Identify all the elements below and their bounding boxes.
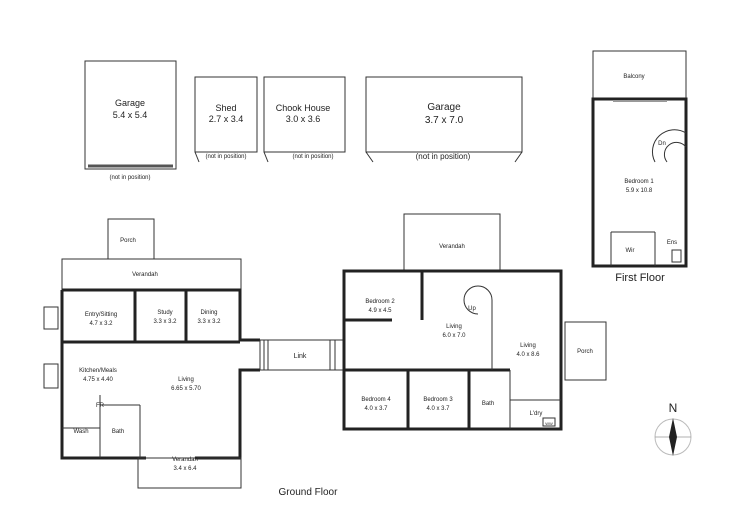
wir-label: Wir xyxy=(626,248,635,254)
ww-label: WW xyxy=(545,421,553,426)
first-floor-plan: Balcony Dn Bedroom 1 5.9 x 10.8 Wir Ens … xyxy=(591,50,688,284)
verandah-bottom-label: Verandah xyxy=(172,457,198,463)
kitchen-size: 4.75 x 4.40 xyxy=(83,377,113,383)
verandah-top-label: Verandah xyxy=(132,272,158,278)
garage-1-label: Garage xyxy=(115,98,145,108)
garage-2-size: 3.7 x 7.0 xyxy=(425,115,464,126)
verandah-bottom-size: 3.4 x 6.4 xyxy=(173,466,197,472)
porch-right-label: Porch xyxy=(577,349,593,355)
bedroom-2-label: Bedroom 2 xyxy=(365,299,395,305)
garage-2-note: (not in position) xyxy=(416,152,471,161)
ldry-label: L'dry xyxy=(530,411,543,417)
dn-label: Dn xyxy=(658,141,666,147)
compass: N xyxy=(654,401,692,456)
study-label: Study xyxy=(157,310,172,316)
bedroom-1-label: Bedroom 1 xyxy=(624,179,654,185)
fr-label: FR xyxy=(96,403,105,409)
garage-1: Garage 5.4 x 5.4 (not in position) xyxy=(84,60,177,181)
ground-floor-left-wing: Porch Verandah Entry/Sitting 4.7 x 3.2 S… xyxy=(43,218,260,489)
bedroom-4-label: Bedroom 4 xyxy=(361,397,391,403)
ground-floor-title: Ground Floor xyxy=(279,487,339,498)
shed-label: Shed xyxy=(215,103,236,113)
chook-house-label: Chook House xyxy=(276,103,331,113)
living-right-label: Living xyxy=(520,343,536,349)
garage-1-size: 5.4 x 5.4 xyxy=(113,110,148,120)
entry-size: 4.7 x 3.2 xyxy=(89,321,113,327)
chook-house-size: 3.0 x 3.6 xyxy=(286,114,321,124)
living-right-size: 4.0 x 8.6 xyxy=(516,352,540,358)
shed-note: (not in position) xyxy=(205,154,246,160)
garage-2-label: Garage xyxy=(427,102,461,113)
bedroom-4-size: 4.0 x 3.7 xyxy=(364,406,388,412)
balcony-label: Balcony xyxy=(623,74,644,80)
living-mid-size: 6.0 x 7.0 xyxy=(442,333,466,339)
bedroom-3-label: Bedroom 3 xyxy=(423,397,453,403)
bedroom-1-size: 5.9 x 10.8 xyxy=(626,188,653,194)
dining-label: Dining xyxy=(200,310,217,316)
wash-label: Wash xyxy=(73,429,88,435)
porch-top-label: Porch xyxy=(120,238,136,244)
bath-left-label: Bath xyxy=(112,429,124,435)
garage-2: Garage 3.7 x 7.0 (not in position) xyxy=(365,76,523,163)
link-corridor: Link xyxy=(259,339,345,371)
verandah-right-label: Verandah xyxy=(439,244,465,250)
living-left-size: 6.65 x 5.70 xyxy=(171,386,201,392)
study-size: 3.3 x 3.2 xyxy=(153,319,177,325)
up-label: Up xyxy=(468,306,476,312)
dining-size: 3.3 x 3.2 xyxy=(197,319,221,325)
bath-right-label: Bath xyxy=(482,401,494,407)
link-label: Link xyxy=(294,353,307,360)
north-arrow-icon xyxy=(669,418,677,456)
north-letter: N xyxy=(669,401,678,415)
bedroom-2-size: 4.9 x 4.5 xyxy=(368,308,392,314)
shed: Shed 2.7 x 3.4 (not in position) xyxy=(194,76,258,163)
entry-label: Entry/Sitting xyxy=(85,312,117,318)
chook-house-note: (not in position) xyxy=(292,154,333,160)
living-mid-label: Living xyxy=(446,324,462,330)
kitchen-label: Kitchen/Meals xyxy=(79,368,117,374)
garage-1-note: (not in position) xyxy=(109,175,150,181)
bedroom-3-size: 4.0 x 3.7 xyxy=(426,406,450,412)
first-floor-title: First Floor xyxy=(615,272,665,284)
shed-size: 2.7 x 3.4 xyxy=(209,114,244,124)
chook-house: Chook House 3.0 x 3.6 (not in position) xyxy=(263,76,346,163)
ground-floor-right-wing: Verandah Up Bedroom 2 4.9 x 4.5 Living 6… xyxy=(279,213,607,498)
living-left-label: Living xyxy=(178,377,194,383)
ens-label: Ens xyxy=(667,240,677,246)
